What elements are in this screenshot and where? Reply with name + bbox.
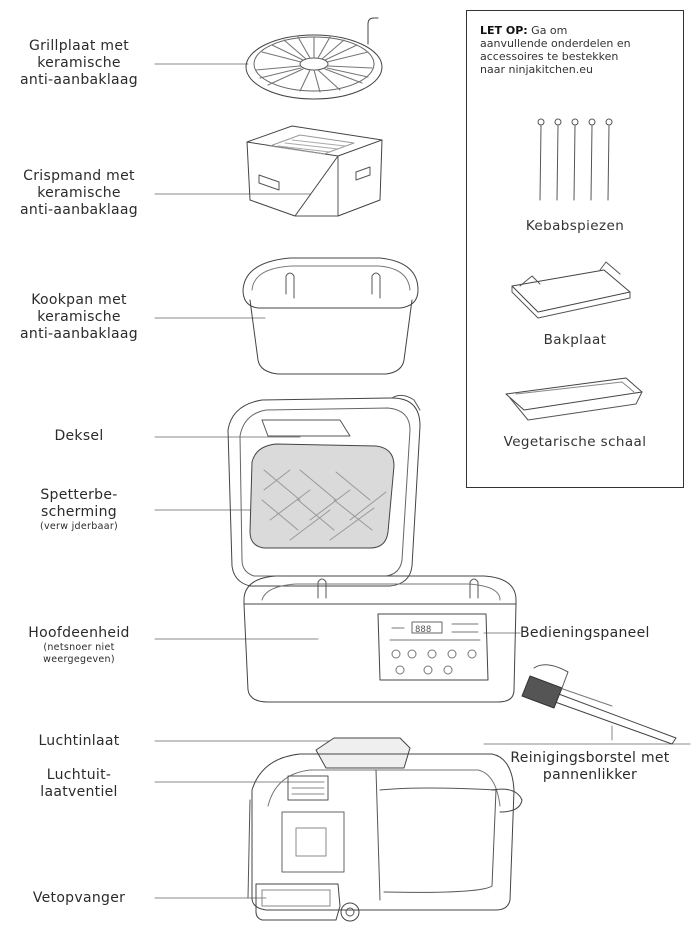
label-main-unit: Hoofdeenheid (netsnoer niet weergegeven) [5, 625, 153, 666]
label-baking-plate: Bakplaat [472, 332, 678, 348]
label-air-inlet: Luchtinlaat [5, 733, 153, 750]
note-heading: LET OP: [480, 24, 528, 37]
note-line-2: aanvullende onderdelen en [480, 37, 631, 50]
label-lid: Deksel [5, 428, 153, 445]
cleaning-brush-drawing [522, 665, 676, 744]
note-line-1: Ga om [531, 24, 567, 37]
base-unit-drawing [248, 738, 522, 921]
cooking-pot-drawing [243, 258, 418, 374]
note-line-4: naar ninjakitchen.eu [480, 63, 593, 76]
label-cleaning-brush: Reinigingsborstel met pannenlikker [490, 750, 690, 784]
label-cooking-pot: Kookpan met keramische anti-aanbaklaag [5, 292, 153, 343]
label-grill-plate: Grillplaat met keramische anti-aanbaklaa… [5, 38, 153, 89]
control-panel-display-text: 888 [415, 625, 431, 635]
label-grease-tray: Vetopvanger [5, 890, 153, 907]
label-crisper-basket: Crispmand met keramische anti-aanbaklaag [5, 168, 153, 219]
splatter-shield-drawing [250, 444, 394, 548]
grill-plate-drawing [246, 18, 382, 99]
note-text: LET OP: Ga om aanvullende onderdelen en … [480, 24, 680, 76]
crisper-basket-drawing [247, 126, 382, 216]
grease-tray-shape [256, 884, 340, 920]
note-line-3: accessoires te bestekken [480, 50, 618, 63]
label-skewers: Kebabspiezen [472, 218, 678, 234]
accessories-note-box [466, 10, 684, 488]
label-splatter-shield: Spetterbe- scherming (verw jderbaar) [5, 487, 153, 533]
label-control-panel: Bedieningspaneel [520, 625, 670, 642]
label-vegetable-tray: Vegetarische schaal [472, 434, 678, 450]
label-air-outlet: Luchtuit- laatventiel [5, 767, 153, 801]
